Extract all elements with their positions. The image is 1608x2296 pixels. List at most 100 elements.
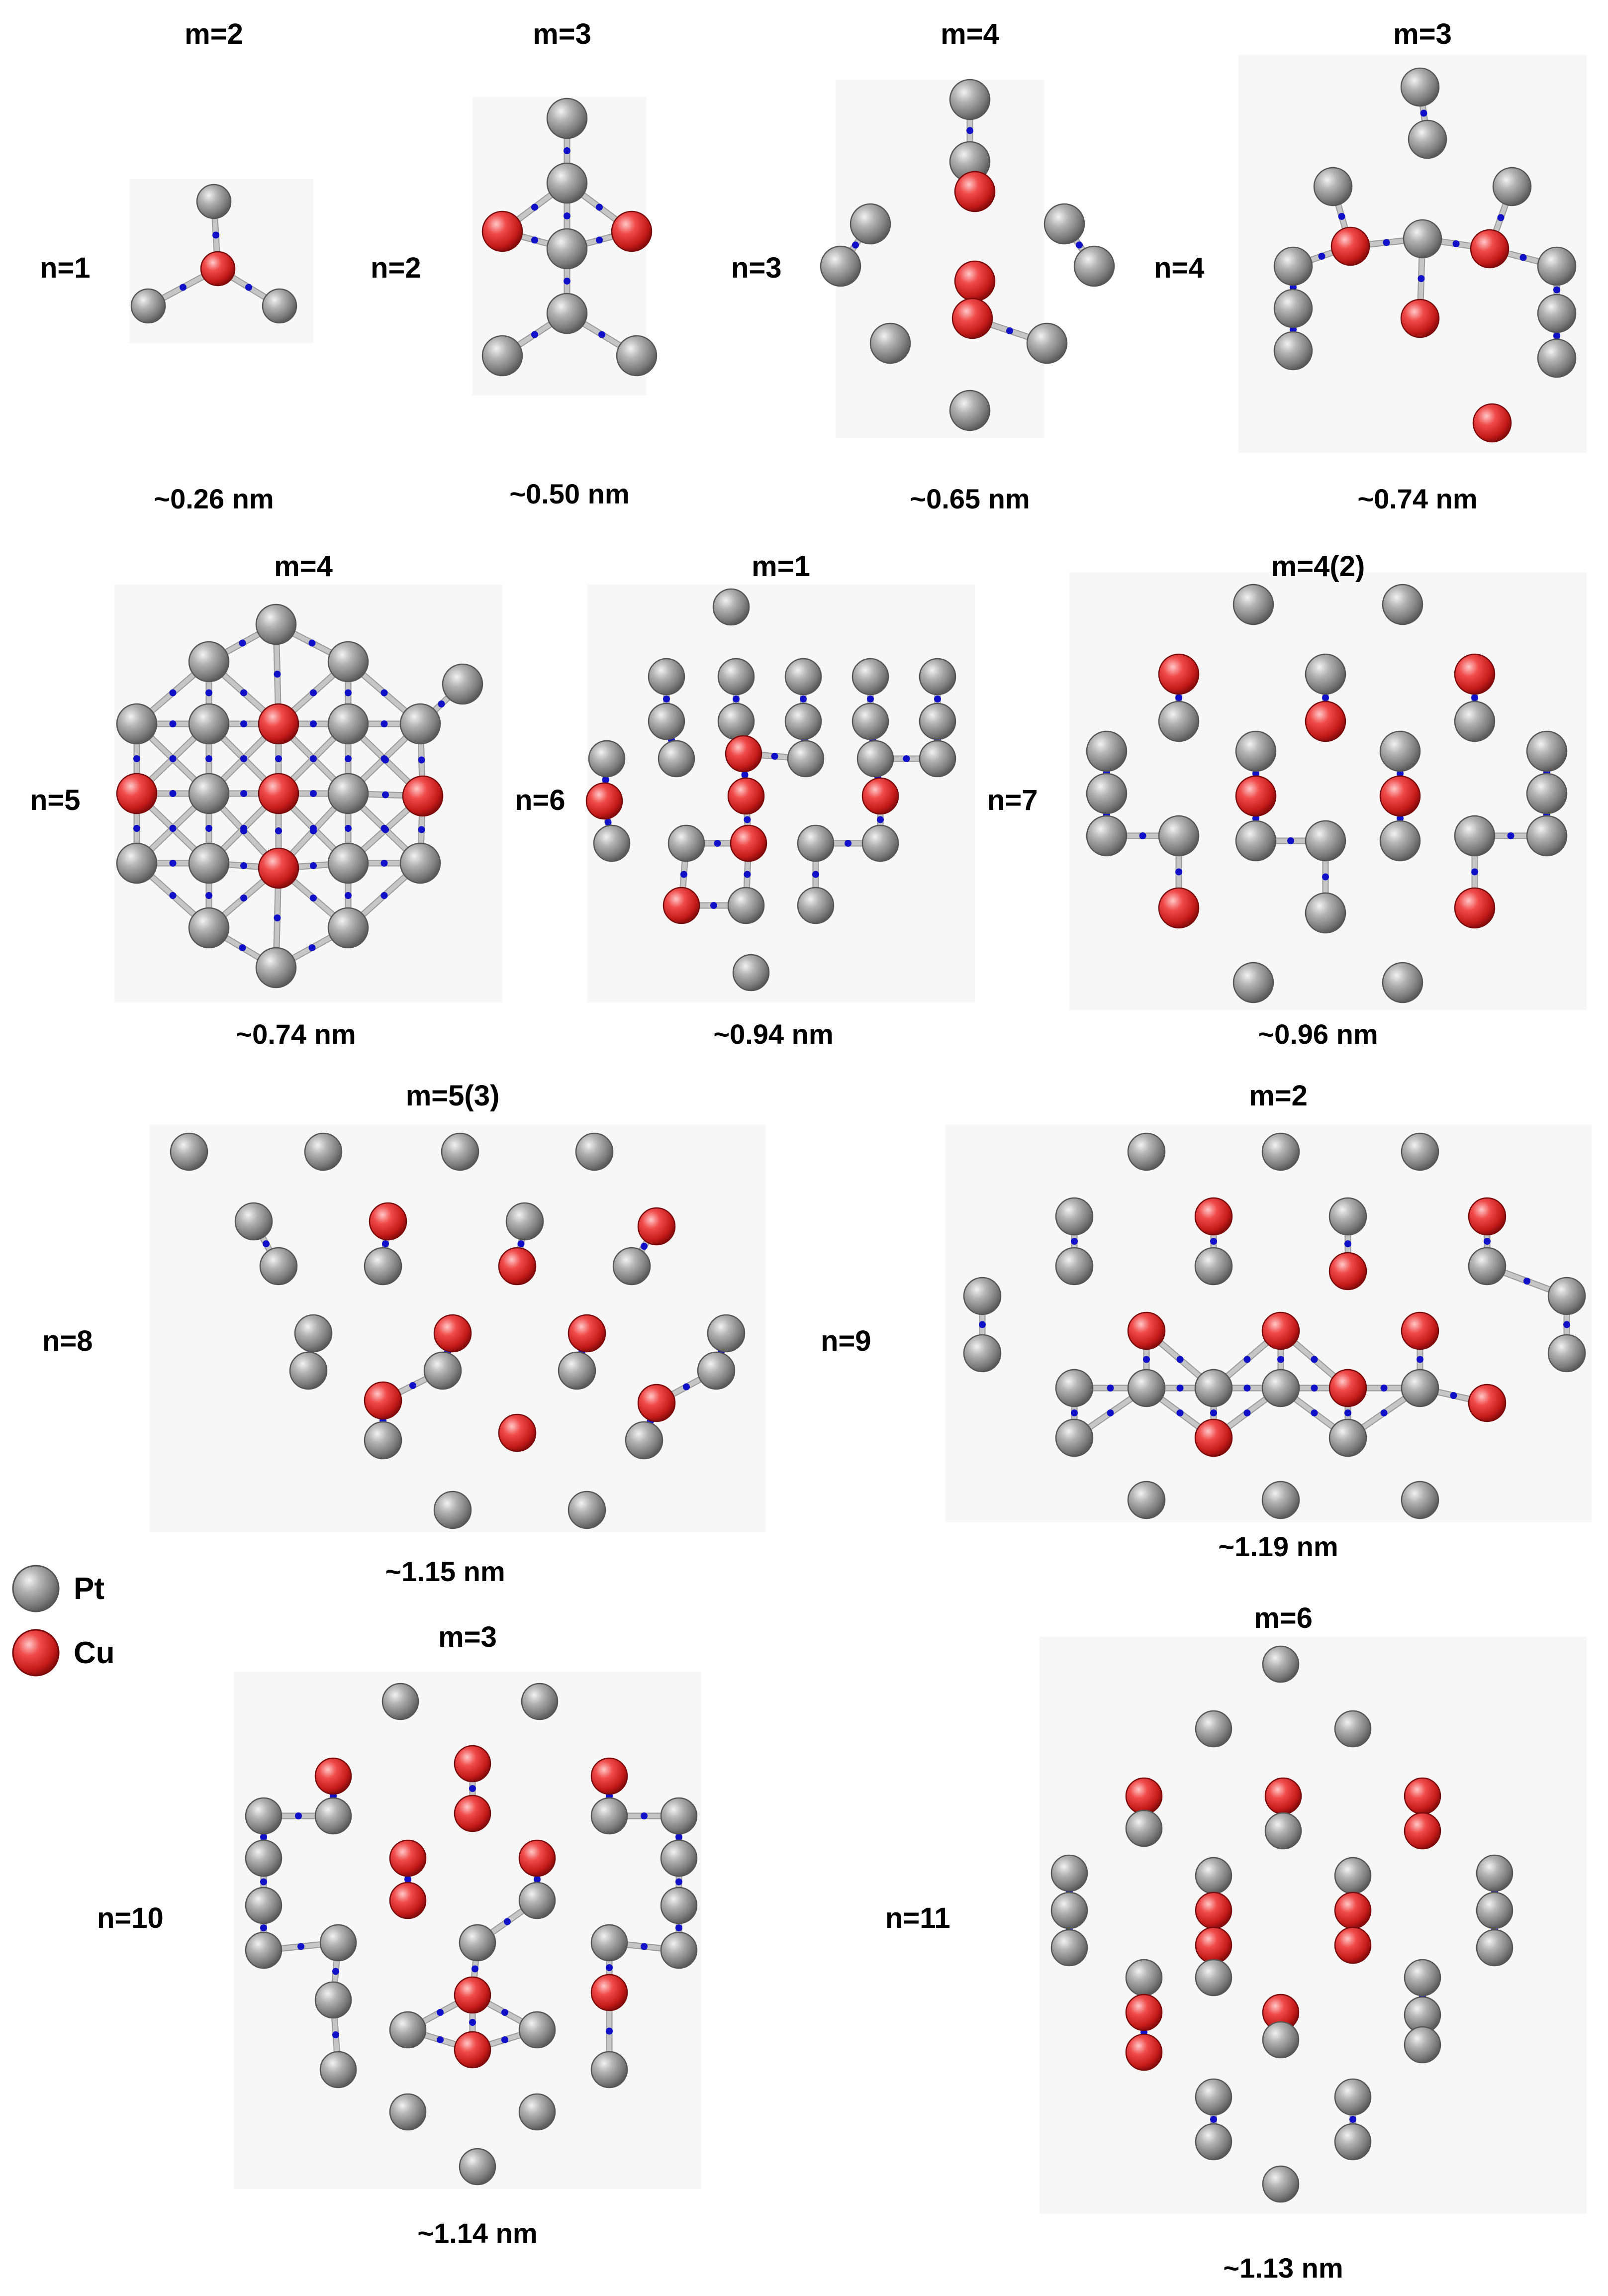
pt-atom <box>1547 1334 1586 1373</box>
pt-atom <box>612 1247 651 1286</box>
pt-atom <box>712 588 750 626</box>
m-labels: m=2 m=3 m=4 m=3 m=4 m=1 m=4(2) m=5(3) m=… <box>185 18 1452 1653</box>
pt-atom <box>660 1887 698 1924</box>
pt-atom <box>399 842 441 884</box>
bond-critical-point <box>1311 1356 1318 1363</box>
cluster-2-n-label: n=2 <box>371 252 421 284</box>
pt-atom <box>851 702 889 740</box>
cu-atom <box>518 1839 556 1877</box>
pt-atom <box>667 824 705 862</box>
pt-atom <box>660 1797 698 1835</box>
pt-atom <box>1261 1481 1300 1519</box>
bond-critical-point <box>437 2036 444 2043</box>
bond-critical-point <box>345 689 352 697</box>
pt-atom <box>1235 820 1277 862</box>
bond-critical-point <box>275 755 282 762</box>
cluster-structures <box>116 67 1586 2203</box>
cluster-8-structure <box>170 1132 746 1529</box>
cluster-5-n-label: n=5 <box>30 784 81 816</box>
pt-atom <box>389 2093 427 2131</box>
cluster-1-m-label: m=2 <box>185 18 243 50</box>
bond-critical-point <box>714 840 721 847</box>
bond-critical-point <box>663 696 670 702</box>
pt-atom <box>1328 1197 1367 1236</box>
pt-atom <box>1334 1857 1372 1895</box>
cluster-2-atoms <box>481 98 658 377</box>
bond-critical-point <box>169 825 177 832</box>
bond-critical-point <box>1210 2116 1217 2123</box>
bond-critical-point <box>274 914 281 921</box>
bond-critical-point <box>1450 1392 1457 1399</box>
bond-critical-point <box>469 2019 476 2026</box>
cu-atom <box>662 887 700 924</box>
pt-atom <box>546 98 588 139</box>
pt-atom <box>1195 1857 1232 1895</box>
pt-atom <box>1086 773 1128 814</box>
bond-critical-point <box>310 895 317 901</box>
pt-atom <box>327 703 369 745</box>
pt-atom <box>1158 700 1200 742</box>
pt-atom <box>518 2011 556 2049</box>
pt-atom <box>255 603 297 645</box>
bond-critical-point <box>260 1924 267 1931</box>
bond-critical-point <box>169 720 177 727</box>
bond-critical-point <box>380 860 388 867</box>
bond-critical-point <box>240 689 247 697</box>
pt-atom <box>1547 1277 1586 1315</box>
pt-atom <box>1468 1247 1507 1286</box>
pt-atom <box>593 824 631 862</box>
bond-critical-point <box>564 212 570 219</box>
cluster-7-m-label: m=4(2) <box>1271 550 1365 583</box>
bond-critical-point <box>1107 1385 1114 1392</box>
cu-atom <box>364 1381 402 1420</box>
cluster-4-size-label: ~0.74 nm <box>1357 483 1477 514</box>
cu-atom <box>258 773 299 814</box>
pt-atom <box>441 1132 479 1171</box>
bond-critical-point <box>169 892 177 899</box>
bond-critical-point <box>380 689 388 697</box>
bond-critical-point <box>800 696 807 702</box>
pt-atom <box>1073 245 1115 287</box>
pt-atom <box>518 1882 556 1919</box>
pt-atom <box>546 293 588 334</box>
cu-atom <box>1400 299 1440 338</box>
bond-critical-point <box>771 753 778 760</box>
bond-critical-point <box>1523 1278 1530 1285</box>
pt-atom <box>1537 294 1577 333</box>
pt-atom <box>442 663 483 705</box>
cluster-9-size-label: ~1.19 nm <box>1218 1531 1338 1562</box>
bond-critical-point <box>380 892 388 899</box>
bond-critical-point <box>1344 1240 1351 1247</box>
cu-atom <box>727 777 765 815</box>
pt-atom <box>963 1277 1002 1315</box>
pt-atom <box>717 702 755 740</box>
bond-critical-point <box>1322 694 1329 701</box>
bond-critical-point <box>606 2027 613 2035</box>
bond-critical-point <box>240 895 247 901</box>
bond-critical-point <box>741 771 749 779</box>
bond-critical-point <box>531 203 538 211</box>
bond-critical-point <box>240 790 247 797</box>
cu-atom <box>585 782 623 820</box>
cluster-6-n-label: n=6 <box>515 784 566 816</box>
pt-atom <box>919 702 956 740</box>
pt-atom <box>1537 338 1577 378</box>
cluster-9-m-label: m=2 <box>1249 1080 1308 1112</box>
pt-atom <box>856 740 894 778</box>
pt-atom <box>1273 289 1313 328</box>
pt-atom <box>245 1839 283 1877</box>
cluster-2-structure <box>481 98 658 377</box>
pt-atom <box>289 1351 328 1390</box>
pt-atom <box>1261 1132 1300 1171</box>
pt-atom <box>558 1351 596 1390</box>
pt-atom <box>1401 1132 1439 1171</box>
bond-critical-point <box>310 790 317 797</box>
pt-atom <box>245 1931 283 1969</box>
pt-atom <box>949 390 991 431</box>
pt-atom <box>588 740 626 778</box>
bond-critical-point <box>1287 837 1294 844</box>
bond-critical-point <box>332 1968 339 1975</box>
cluster-3-atoms <box>820 79 1115 431</box>
cluster-10-size-label: ~1.14 nm <box>417 2217 537 2249</box>
